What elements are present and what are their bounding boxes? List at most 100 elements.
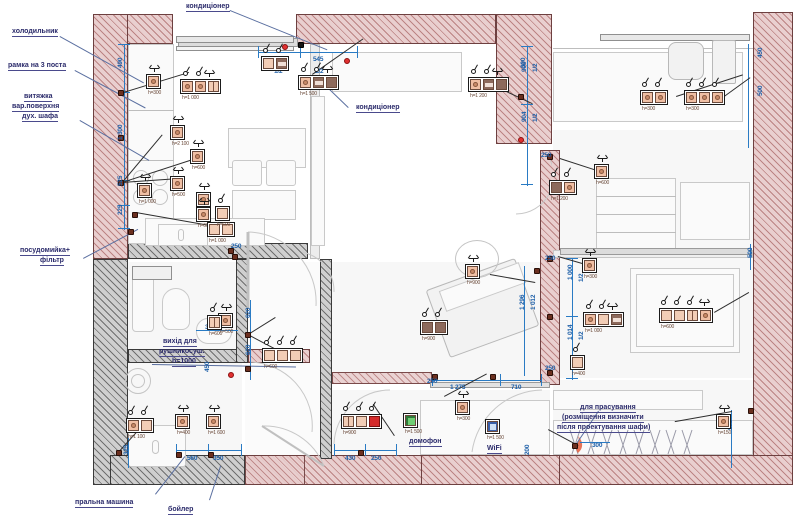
device-cell-net-icon — [313, 77, 324, 88]
device-dev-l1[interactable] — [126, 418, 154, 433]
dimline-left-chain — [124, 44, 125, 230]
dimension-d-wifi-300: 300 — [592, 442, 603, 449]
device-dev-b3[interactable] — [455, 400, 470, 415]
corridor-cab-line-2 — [596, 214, 676, 215]
device-cell-blue-icon — [487, 421, 498, 432]
dimline-bed-chain — [524, 266, 525, 376]
dimension-d-bed-1012: 1 012 — [530, 294, 537, 310]
device-dev-bt2[interactable] — [262, 348, 303, 363]
dimtick-m1 — [566, 258, 578, 259]
device-dev-r1[interactable] — [640, 90, 668, 105]
corridor-cab-line-3 — [596, 232, 676, 233]
device-dev-h1[interactable] — [341, 414, 382, 429]
device-dev-t1[interactable] — [261, 56, 289, 71]
dimtick-la2 — [208, 444, 209, 456]
living-wall-unit — [311, 96, 325, 246]
device-height-label-dev-k6: h=1 000 — [139, 199, 156, 205]
device-cell-net-icon — [483, 79, 494, 90]
corridor-cab-line-1 — [596, 196, 676, 197]
annotation-hood-hob-oven-l1: витяжка — [24, 93, 53, 102]
device-dev-r2[interactable] — [684, 90, 725, 105]
door-swing-kitchen — [246, 231, 317, 308]
dimline-tr-chain — [527, 46, 528, 186]
device-dev-b1[interactable] — [465, 264, 480, 279]
exterior-wall-bottom-right — [553, 455, 793, 485]
annotation-ironing-l1: для прасування — [580, 404, 636, 413]
device-dev-b2[interactable] — [420, 320, 448, 335]
device-cell-green-icon — [405, 415, 416, 426]
dimension-d-bath-620a: 620 — [245, 307, 252, 318]
flame-marker-icon — [576, 436, 583, 453]
device-dev-l2[interactable] — [175, 414, 190, 429]
device-height-label-dev-t2: h=1 500 — [300, 91, 317, 97]
dimension-d-mid-half-d: 1/2 — [578, 331, 585, 340]
device-dev-m6[interactable] — [659, 308, 713, 323]
dimension-d-bath-450: 450 — [204, 361, 211, 372]
device-height-label-dev-k4: h=600 — [192, 165, 206, 171]
kitchen-chair-1 — [232, 160, 262, 186]
device-height-label-dev-h1: h=900 — [343, 430, 357, 436]
node-kitchen-1 — [118, 90, 124, 96]
device-dev-m3[interactable] — [582, 258, 597, 273]
device-height-label-dev-h2: h=1 500 — [405, 429, 422, 435]
dimension-d-bed-1275: 1 275 — [450, 384, 466, 391]
device-dev-bt3[interactable] — [215, 206, 230, 221]
device-cell-socket-icon — [596, 166, 607, 177]
device-dev-m2[interactable] — [549, 180, 577, 195]
node-ironing — [748, 408, 754, 414]
device-dev-k4[interactable] — [190, 149, 205, 164]
dimtick-h1 — [334, 444, 335, 456]
device-dev-k9[interactable] — [207, 222, 235, 237]
device-cell-tv-icon — [496, 79, 507, 90]
dimension-d-bed-250: 250 — [427, 378, 438, 385]
device-dev-k1[interactable] — [146, 74, 161, 89]
device-dev-ir1[interactable] — [716, 414, 731, 429]
device-cell-sw2-icon — [209, 317, 220, 328]
device-height-label-dev-l2: h=400 — [177, 430, 191, 436]
device-dev-m4[interactable] — [583, 312, 624, 327]
annotation-frame-3-post: рамка на 3 поста — [8, 62, 67, 71]
dimline-laundry-325 — [128, 438, 129, 468]
device-cell-socket-icon — [655, 92, 666, 103]
node-top-mid — [298, 42, 304, 48]
device-cell-socket-icon — [128, 420, 139, 431]
device-cell-dark-icon — [435, 322, 446, 333]
dimension-d-tr-half-b: 1/2 — [532, 113, 539, 122]
device-dev-l3[interactable] — [206, 414, 221, 429]
exterior-wall-bottom-mid — [420, 455, 560, 485]
office-desk — [553, 52, 743, 122]
device-cell-sw-icon — [572, 357, 583, 368]
device-dev-k5[interactable] — [170, 176, 185, 191]
device-cell-sw-icon — [264, 350, 275, 361]
device-dev-h2[interactable] — [403, 413, 418, 428]
device-dev-wc1[interactable] — [207, 315, 222, 330]
device-dev-k2[interactable] — [180, 79, 221, 94]
device-cell-socket-icon — [177, 416, 188, 427]
dimtick-h2 — [365, 444, 366, 456]
laundry-sink — [125, 368, 151, 394]
device-dev-t2[interactable] — [298, 75, 339, 90]
node-laundry-2 — [176, 452, 182, 458]
device-cell-socket-icon — [470, 79, 481, 90]
node-kitchen-3 — [118, 180, 124, 186]
device-dev-m5[interactable] — [570, 355, 585, 370]
door-swing-bedroom — [471, 389, 543, 453]
device-dev-k3[interactable] — [170, 125, 185, 140]
device-cell-red-icon — [369, 416, 380, 427]
device-height-label-dev-bt3: h=600 — [217, 222, 231, 228]
node-right-wall-1 — [518, 94, 524, 100]
dimension-d-top-half-a: 1/2 — [274, 68, 283, 75]
node-kitchen-2 — [118, 135, 124, 141]
door-swing-corridor — [515, 155, 552, 215]
device-dev-t3[interactable] — [468, 77, 509, 92]
annotation-towel-rail-l3: h=1000 — [172, 358, 196, 367]
device-dev-k8[interactable] — [196, 207, 211, 222]
device-dev-k6[interactable] — [137, 183, 152, 198]
device-cell-socket-icon — [712, 92, 723, 103]
door-swing-bath — [249, 361, 313, 433]
device-dev-h3[interactable] — [485, 419, 500, 434]
dimtick-l5 — [118, 228, 130, 229]
device-dev-m1[interactable] — [594, 164, 609, 179]
exterior-wall-right-notch — [540, 150, 560, 385]
dimension-d-left-225: 225 — [117, 204, 124, 215]
